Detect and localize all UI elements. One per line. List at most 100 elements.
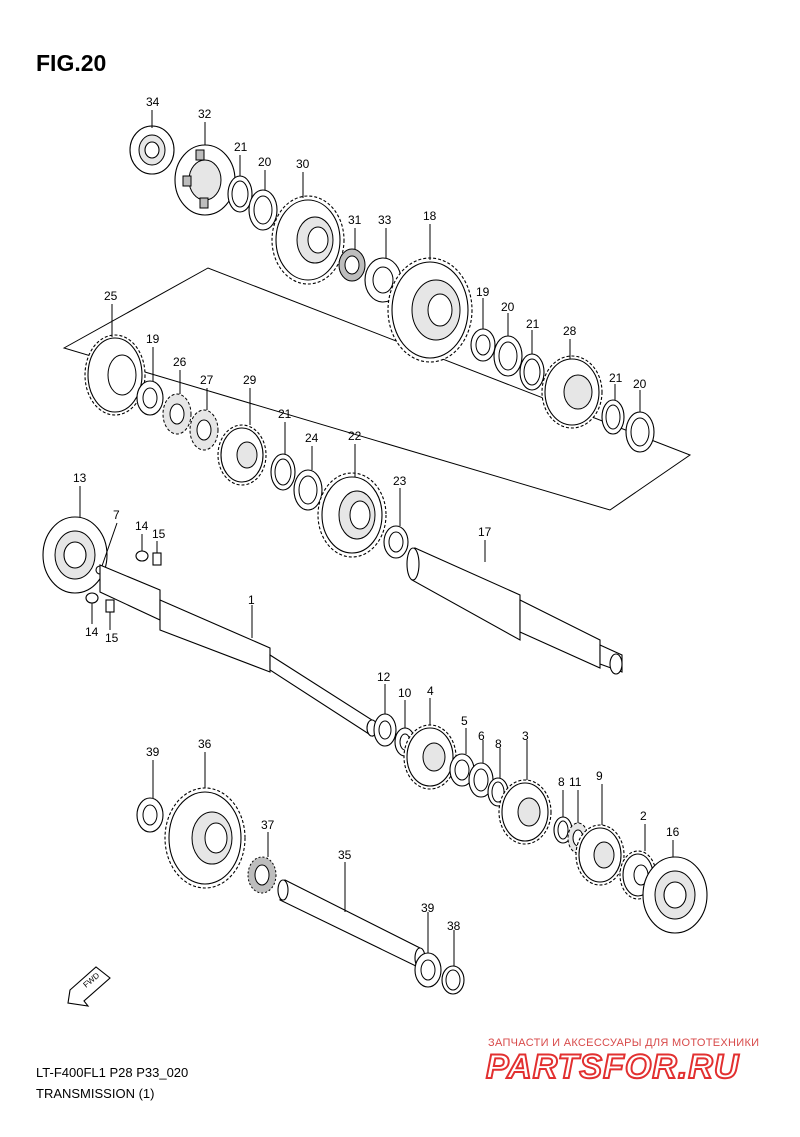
callout: 21: [234, 140, 248, 176]
svg-text:25: 25: [104, 289, 118, 303]
callout: 10: [398, 686, 412, 728]
part-14-plate: [135, 550, 149, 562]
callout: 14: [85, 603, 99, 639]
svg-text:1: 1: [248, 593, 255, 607]
callout: 4: [427, 684, 434, 725]
callout: 32: [198, 107, 212, 145]
part-35-shaft: [277, 879, 426, 969]
part-36-gear: [164, 787, 246, 889]
svg-text:8: 8: [558, 775, 565, 789]
svg-text:19: 19: [476, 285, 490, 299]
svg-text:15: 15: [105, 631, 119, 645]
model-code: LT-F400FL1 P28 P33_020: [36, 1065, 189, 1080]
callout: 5: [461, 714, 468, 754]
callout: 21: [526, 317, 540, 354]
callout: 16: [666, 825, 680, 857]
part-27-washer: [189, 409, 219, 451]
part-39-washer: [414, 952, 442, 988]
svg-text:32: 32: [198, 107, 212, 121]
svg-text:8: 8: [495, 737, 502, 751]
callout: 18: [423, 209, 437, 260]
part-31-bushing: [338, 248, 366, 282]
callout: 2: [640, 809, 647, 851]
forward-arrow-icon: FWD: [67, 966, 111, 1007]
callout: 13: [73, 471, 87, 517]
callout: 6: [478, 729, 485, 763]
part-14-plate: [85, 592, 99, 604]
part-22-gear: [317, 472, 387, 558]
callout: 19: [476, 285, 490, 329]
svg-text:7: 7: [113, 508, 120, 522]
svg-text:6: 6: [478, 729, 485, 743]
svg-text:30: 30: [296, 157, 310, 171]
watermark-tagline: ЗАПЧАСТИ И АКСЕССУАРЫ ДЛЯ МОТОТЕХНИКИ: [488, 1037, 760, 1049]
part-15-screw: [152, 552, 162, 566]
svg-text:27: 27: [200, 373, 214, 387]
svg-text:38: 38: [447, 919, 461, 933]
svg-text:14: 14: [85, 625, 99, 639]
part-29-gear: [217, 424, 267, 486]
svg-text:9: 9: [596, 769, 603, 783]
callout: 20: [258, 155, 272, 190]
part-3-gear: [498, 779, 552, 845]
part-26-washer: [162, 393, 192, 435]
figure-title: FIG.20: [36, 50, 107, 76]
callout: 17: [478, 525, 492, 562]
part-39-washer: [136, 797, 164, 833]
callout: 39: [421, 901, 435, 953]
svg-text:24: 24: [305, 431, 319, 445]
callout: 11: [569, 775, 582, 823]
callout: 36: [198, 737, 212, 788]
svg-text:2: 2: [640, 809, 647, 823]
callout: 29: [243, 373, 257, 425]
part-20-washer: [493, 335, 523, 377]
callout: 31: [348, 213, 362, 249]
svg-text:35: 35: [338, 848, 352, 862]
part-4-gear: [403, 724, 457, 790]
svg-text:14: 14: [135, 519, 149, 533]
svg-text:34: 34: [146, 95, 160, 109]
callout: 37: [261, 818, 275, 857]
part-18-gear: [387, 257, 473, 363]
figure-name: TRANSMISSION (1): [36, 1086, 155, 1101]
svg-text:16: 16: [666, 825, 680, 839]
callout: 8: [558, 775, 565, 817]
group-outline: [62, 267, 692, 511]
svg-text:21: 21: [234, 140, 248, 154]
callout: 7: [101, 508, 120, 567]
svg-text:21: 21: [609, 371, 623, 385]
svg-text:23: 23: [393, 474, 407, 488]
part-21-circlip: [519, 353, 545, 391]
svg-text:20: 20: [633, 377, 647, 391]
callout: 39: [146, 745, 160, 798]
part-20-washer: [625, 411, 655, 453]
svg-text:39: 39: [421, 901, 435, 915]
svg-text:39: 39: [146, 745, 160, 759]
svg-text:18: 18: [423, 209, 437, 223]
part-32-clutch-hub: [174, 144, 236, 216]
callout: 34: [146, 95, 160, 128]
callout: 15: [152, 527, 166, 553]
callout: 21: [609, 371, 623, 400]
svg-text:13: 13: [73, 471, 87, 485]
callout: 27: [200, 373, 214, 410]
svg-text:5: 5: [461, 714, 468, 728]
part-28-gear: [541, 355, 603, 429]
part-19-bushing: [470, 328, 496, 362]
callout: 8: [495, 737, 502, 778]
callout: 21: [278, 407, 292, 454]
part-21-circlip: [227, 175, 253, 213]
part-37-needle-bearing: [247, 856, 277, 894]
callout: 14: [135, 519, 149, 551]
callout: 9: [596, 769, 603, 825]
svg-text:12: 12: [377, 670, 391, 684]
part-9-gear: [575, 824, 625, 886]
part-25-gear: [84, 334, 146, 416]
callout: 38: [447, 919, 461, 966]
callout: 22: [348, 429, 362, 477]
callout: 26: [173, 355, 187, 394]
part-21-circlip: [601, 399, 625, 435]
callout: 1: [248, 593, 255, 638]
svg-text:19: 19: [146, 332, 160, 346]
